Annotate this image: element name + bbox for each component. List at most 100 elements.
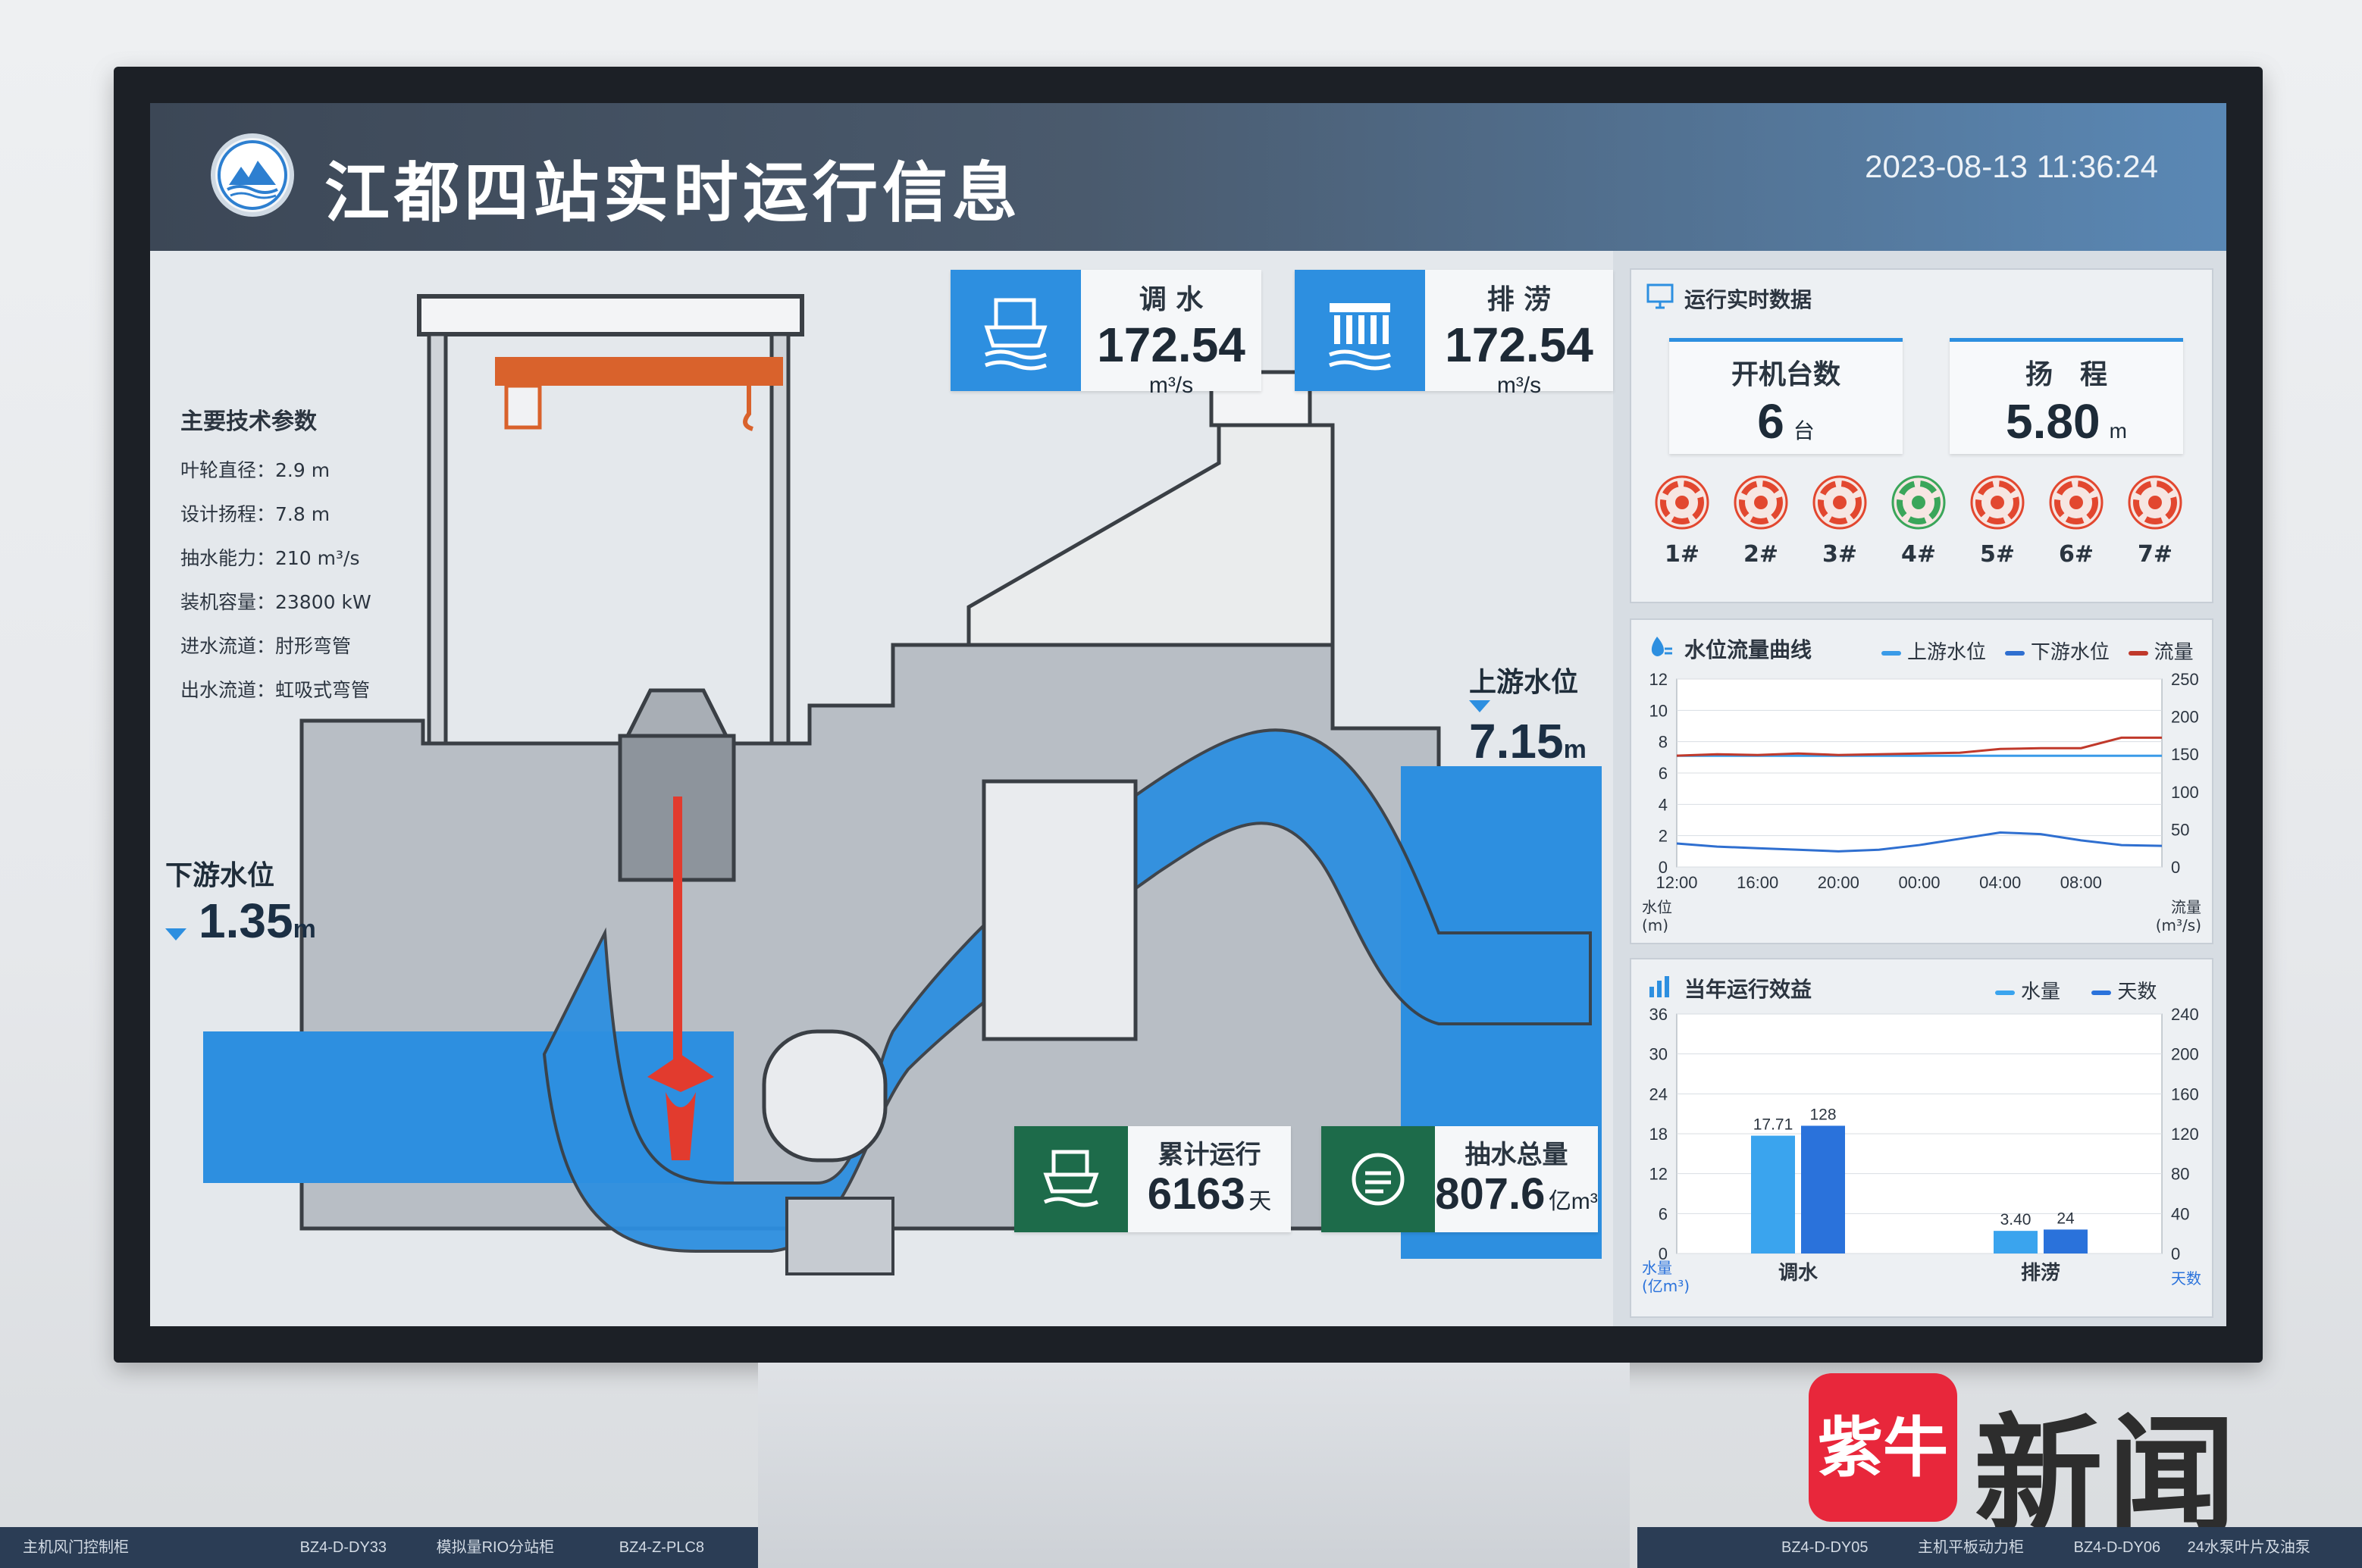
y-left-tick-label: 2 [1659, 827, 1668, 846]
y-left-tick-label: 18 [1649, 1125, 1668, 1144]
bar-data-label: 24 [2057, 1210, 2075, 1227]
x-tick-label: 20:00 [1818, 873, 1859, 892]
x-tick-label: 00:00 [1898, 873, 1940, 892]
pump-unit-3-status-icon [1812, 475, 1867, 530]
downstream-level-unit: m [293, 915, 316, 944]
x-tick-label: 08:00 [2060, 873, 2102, 892]
drainage-unit: m³/s [1496, 373, 1542, 398]
monitor-icon [1646, 283, 1674, 309]
cumulative-unit: 天 [1248, 1189, 1272, 1214]
cumulative-label: 累计运行 [1158, 1140, 1261, 1170]
pump-unit-1-status-icon [1655, 475, 1709, 530]
total-pumped-unit: 亿m³ [1548, 1189, 1598, 1214]
pump-unit-label: 4# [1900, 541, 1936, 568]
annual-benefit-chart: 0612182430360408012016020024017.71128调水3… [1642, 1005, 2201, 1295]
pump-head-value: 5.80 [2006, 394, 2100, 449]
level-down-arrow-icon [165, 928, 186, 940]
parameters-heading: 主要技术参数 [180, 408, 317, 435]
pump-head-unit: m [2109, 419, 2127, 443]
pump-station-icon [951, 270, 1081, 391]
upstream-level-label: 上游水位 [1469, 666, 1579, 697]
y-left-tick-label: 12 [1649, 670, 1668, 689]
legend-flow: 流量 [2128, 641, 2194, 664]
pump-unit-label: 7# [2137, 541, 2172, 568]
bar-天数-排涝 [2044, 1229, 2088, 1253]
unit-rotor-ring [1897, 480, 1941, 524]
unit-hub [1675, 496, 1689, 509]
upstream-level-unit: m [1563, 735, 1587, 764]
display-monitor: 江都四站实时运行信息 2023-08-13 11:36:24 [114, 67, 2263, 1363]
upstream-water-level: 上游水位 7.15m [1469, 660, 1613, 769]
bar-水量-调水 [1751, 1135, 1795, 1253]
parameter-design-head: 设计扬程：7.8 m [180, 503, 330, 525]
water-drop-icon [1651, 637, 1672, 656]
unit-hub [2148, 496, 2162, 509]
y-right-tick-label: 80 [2171, 1165, 2189, 1184]
y-left-axis-label: 水位 [1642, 898, 1672, 916]
cabinet-label: 模拟量RIO分站柜 [436, 1539, 555, 1556]
line-chart-title: 水位流量曲线 [1684, 637, 1812, 662]
x-tick-label: 04:00 [1979, 873, 2021, 892]
y-right-axis-unit: (m³/s) [2156, 916, 2201, 934]
y-left-tick-label: 36 [1649, 1005, 1668, 1024]
water-volume-icon [1321, 1126, 1435, 1232]
pump-station-diagram: 主要技术参数 叶轮直径：2.9 m 设计扬程：7.8 m 抽水能力：210 m³… [150, 251, 1613, 1326]
drainage-label: 排 涝 [1486, 284, 1552, 315]
y-left-tick-label: 4 [1659, 795, 1668, 814]
series-line-下游水位 [1676, 831, 2163, 853]
bar-chart-title: 当年运行效益 [1684, 977, 1812, 1002]
total-pumped-box: 抽水总量 807.6 亿m³ [1321, 1126, 1598, 1232]
pump-unit-label: 6# [2058, 541, 2094, 568]
header-bar: 江都四站实时运行信息 2023-08-13 11:36:24 [150, 103, 2226, 251]
bar-天数-调水 [1801, 1125, 1845, 1253]
cabinet-labels-right: BZ4-D-DY05 主机平板动力柜 BZ4-D-DY06 24水泵叶片及油泵 [1637, 1527, 2362, 1568]
unit-hub [1833, 496, 1847, 509]
pump-unit-label: 2# [1743, 541, 1778, 568]
bar-chart-icon [1649, 976, 1669, 997]
cabinet-label: 主机风门控制柜 [23, 1539, 129, 1556]
total-pumped-value: 807.6 [1435, 1169, 1546, 1219]
y-left-tick-label: 24 [1649, 1084, 1668, 1103]
y-left-axis-unit: (亿m³) [1642, 1277, 1690, 1295]
diversion-flow-box: 调 水 172.54 m³/s [951, 270, 1261, 398]
pump-unit-4-status-icon [1891, 475, 1946, 530]
y-right-tick-label: 100 [2171, 783, 2199, 802]
sluice-gate-icon [1295, 270, 1425, 391]
unit-hub [1991, 496, 2004, 509]
parameter-impeller-diameter: 叶轮直径：2.9 m [180, 459, 330, 481]
y-left-tick-label: 8 [1659, 733, 1668, 752]
y-left-tick-label: 0 [1659, 1244, 1668, 1263]
technical-parameters: 主要技术参数 叶轮直径：2.9 m 设计扬程：7.8 m 抽水能力：210 m³… [180, 402, 371, 719]
station-cross-section [203, 294, 1602, 1275]
downstream-level-label: 下游水位 [165, 859, 275, 890]
news-logo-badge-text: 紫牛 [1818, 1410, 1948, 1486]
bar-chart-legend: 水量 天数 [1995, 976, 2157, 1004]
parameter-outlet-passage: 出水流道：虹吸式弯管 [180, 679, 371, 701]
cabinet-label: 主机平板动力柜 [1918, 1539, 2025, 1556]
y-right-tick-label: 0 [2171, 858, 2180, 877]
bar-水量-排涝 [1994, 1231, 2038, 1253]
series-line-流量 [1676, 736, 2162, 757]
downstream-level-value: 1.35 [199, 894, 293, 948]
pump-unit-label: 5# [1979, 541, 2015, 568]
pump-station-icon [1014, 1126, 1128, 1232]
unit-rotor-ring [1739, 480, 1783, 524]
y-left-tick-label: 12 [1649, 1165, 1668, 1184]
parameter-inlet-passage: 进水流道：肘形弯管 [180, 635, 352, 657]
cumulative-value: 6163 [1147, 1169, 1245, 1219]
unit-rotor-ring [1818, 480, 1862, 524]
y-right-tick-label: 120 [2171, 1125, 2199, 1144]
legend-upstream: 上游水位 [1881, 641, 1986, 664]
category-label: 调水 [1778, 1262, 1818, 1285]
unit-hub [2069, 496, 2083, 509]
y-left-tick-label: 6 [1659, 1204, 1668, 1223]
parameter-installed-capacity: 装机容量：23800 kW [180, 591, 371, 613]
drainage-flow-box: 排 涝 172.54 m³/s [1295, 270, 1613, 398]
pump-unit-label: 1# [1664, 541, 1699, 568]
organization-logo-icon [211, 133, 294, 217]
y-left-axis-label: 水量 [1642, 1259, 1672, 1277]
